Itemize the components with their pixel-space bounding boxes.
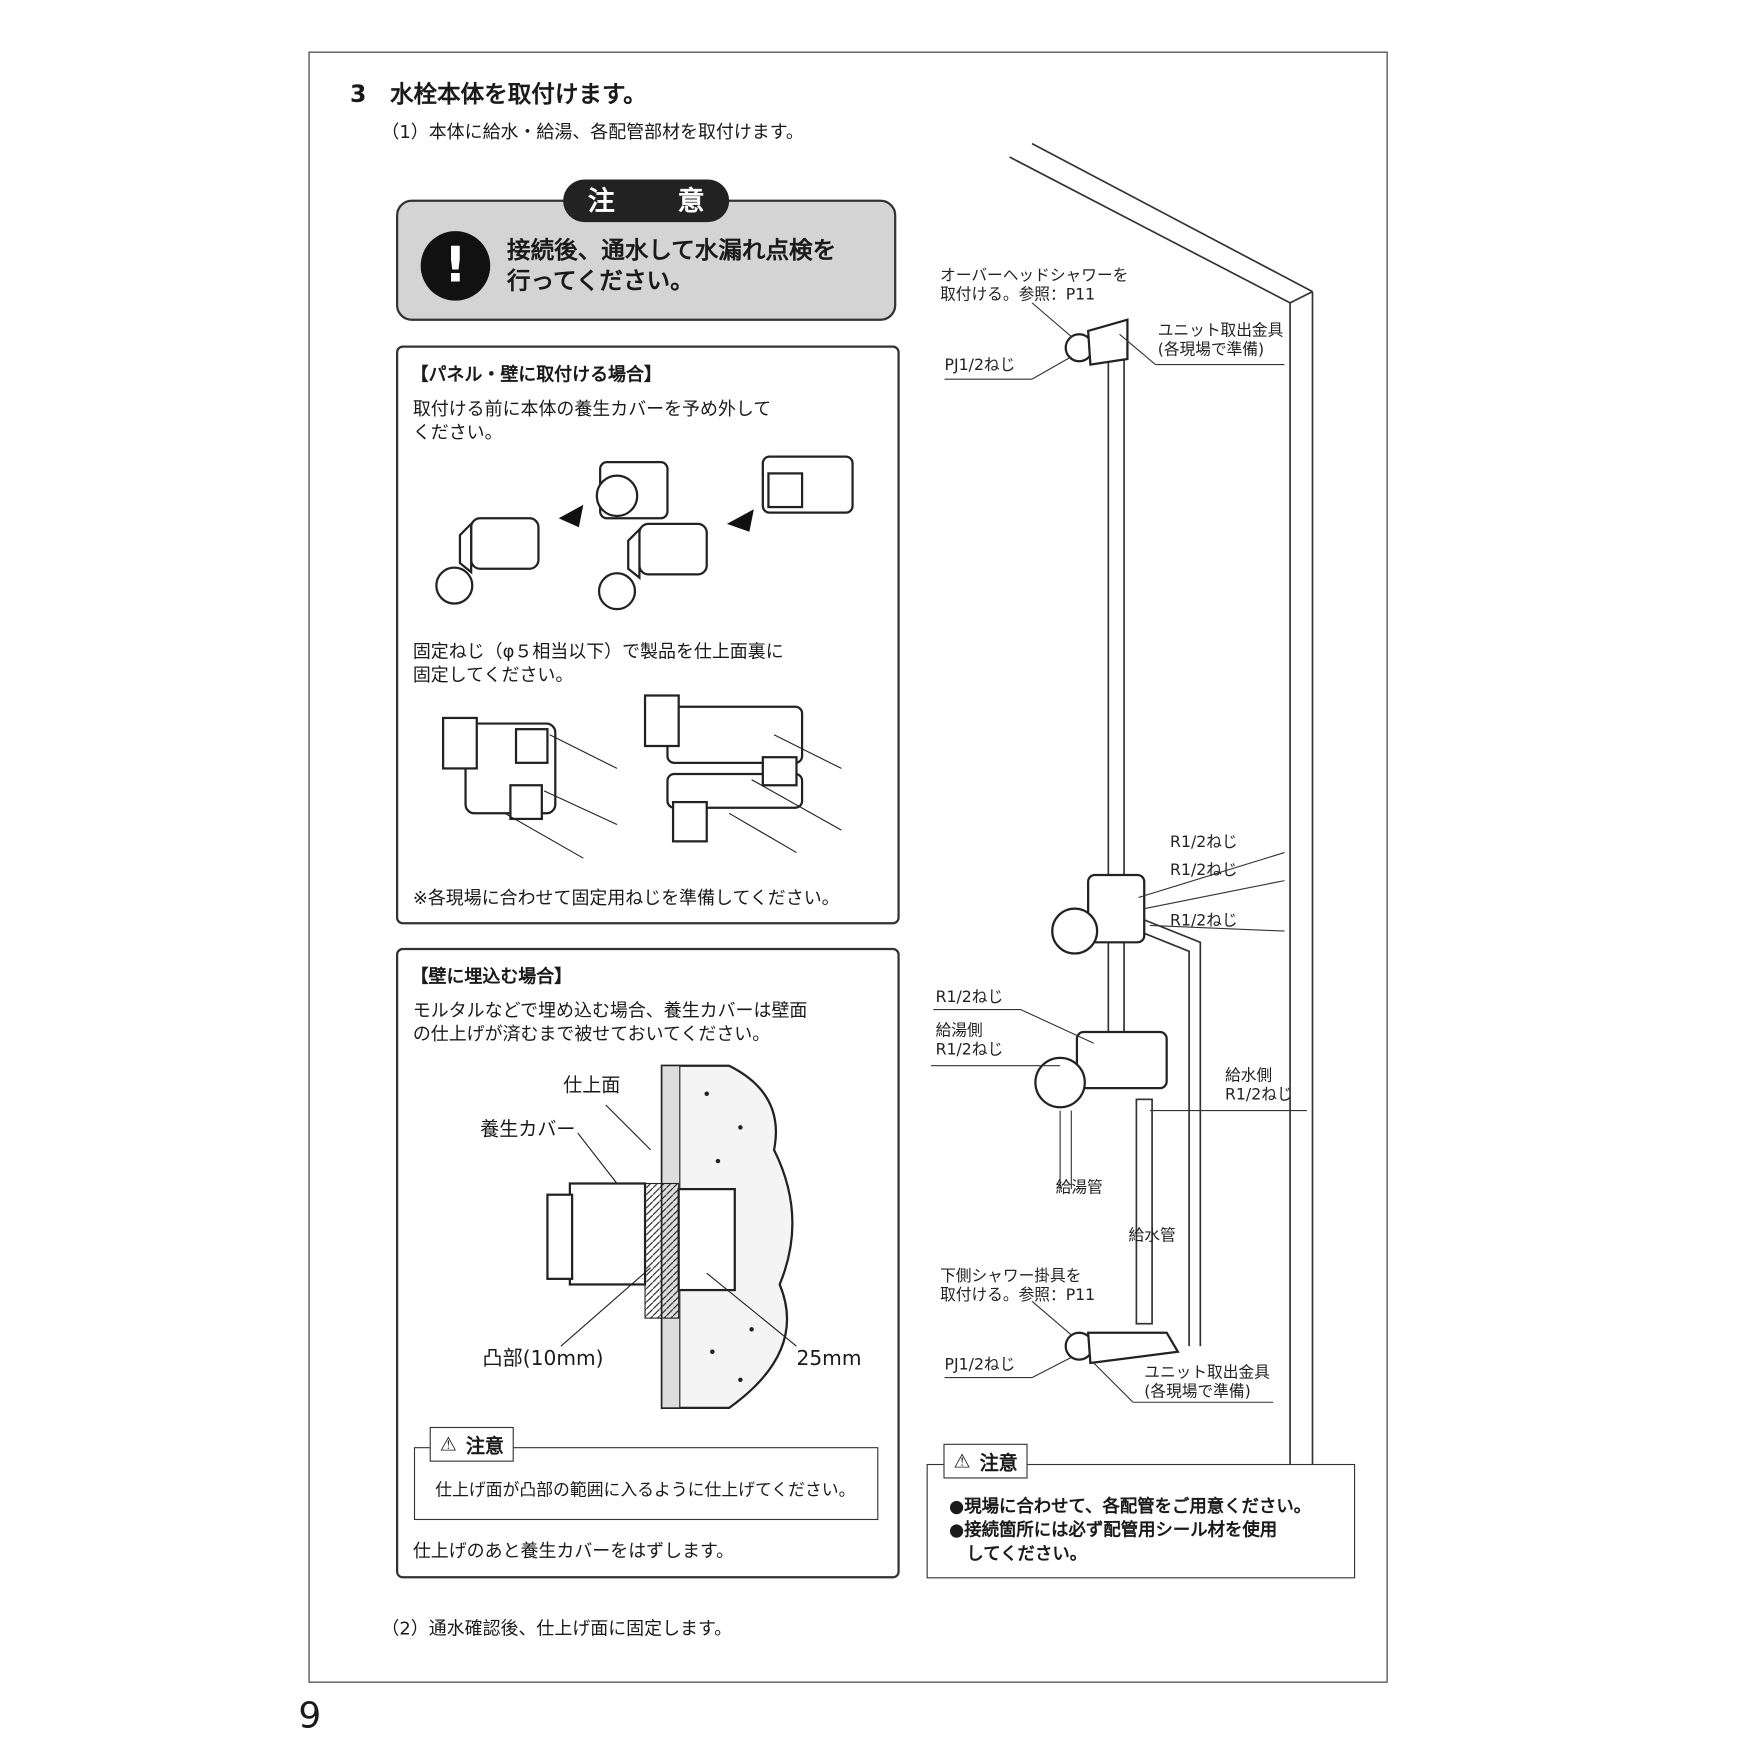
cold-pipe-label: 給水管 bbox=[1128, 1227, 1176, 1246]
text-line: の仕上げが済むまで被せておいてください。 bbox=[412, 1023, 771, 1045]
embed-caution-box bbox=[413, 1447, 879, 1521]
piping-caution-tag: ⚠ 注意 bbox=[943, 1443, 1028, 1479]
r-thread-label-4: R1/2ねじ bbox=[935, 988, 1004, 1007]
label-line: 取付ける。参照：P11 bbox=[940, 1286, 1096, 1305]
label-protrusion: 凸部(10mm) bbox=[482, 1347, 604, 1371]
screw-fixing-illustration bbox=[441, 694, 842, 859]
label-line: 取付ける。参照：P11 bbox=[940, 286, 1096, 305]
text-line: 固定ねじ（φ５相当以下）で製品を仕上面裏に bbox=[412, 640, 784, 662]
cover-removal-illustration bbox=[435, 455, 854, 611]
piping-caution-box bbox=[926, 1463, 1356, 1579]
label-line: R1/2ねじ bbox=[1225, 1085, 1293, 1104]
step-1-text: （1）本体に給水・給湯、各配管部材を取付けます。 bbox=[381, 121, 804, 143]
embed-box-title: 【壁に埋込む場合】 bbox=[410, 965, 573, 988]
embed-after-text: 仕上げのあと養生カバーをはずします。 bbox=[412, 1540, 735, 1562]
text-line: ください。 bbox=[412, 421, 503, 444]
label-line: オーバーヘッドシャワーを bbox=[940, 266, 1129, 285]
text-line: モルタルなどで埋め込む場合、養生カバーは壁面 bbox=[412, 999, 808, 1021]
pj-bottom-label: PJ1/2ねじ bbox=[944, 1356, 1016, 1375]
page-frame bbox=[308, 51, 1388, 1683]
section-heading: 3 水栓本体を取付けます。 bbox=[350, 80, 647, 108]
warning-triangle-icon: ⚠ bbox=[953, 1449, 971, 1473]
label-line: 給水側 bbox=[1225, 1066, 1273, 1085]
label-line: 給湯側 bbox=[935, 1021, 983, 1040]
label-finish-surface: 仕上面 bbox=[563, 1074, 621, 1098]
panel-box-note: ※各現場に合わせて固定用ねじを準備してください。 bbox=[412, 887, 840, 909]
text-line: 固定してください。 bbox=[412, 664, 574, 686]
label-25mm: 25mm bbox=[796, 1347, 862, 1371]
caution-tag-label: 注意 bbox=[465, 1435, 504, 1459]
caution-text: 接続後、通水して水漏れ点検を 行ってください。 bbox=[507, 236, 836, 297]
embed-box-text: モルタルなどで埋め込む場合、養生カバーは壁面 の仕上げが済むまで被せておいてくだ… bbox=[413, 998, 808, 1045]
label-line: 下側シャワー掛具を bbox=[940, 1267, 1082, 1286]
panel-mount-box bbox=[395, 345, 900, 925]
lower-shower-label: 下側シャワー掛具を取付ける。参照：P11 bbox=[940, 1268, 1095, 1306]
text-line: 取付ける前に本体の養生カバーを予め外して bbox=[412, 398, 772, 420]
label-line: (各現場で準備) bbox=[1144, 1383, 1251, 1402]
label-line: ユニット取出金具 bbox=[1157, 321, 1284, 340]
label-protective-cover: 養生カバー bbox=[480, 1118, 576, 1141]
step-2-text: （2）通水確認後、仕上げ面に固定します。 bbox=[381, 1617, 733, 1639]
panel-box-text-1: 取付ける前に本体の養生カバーを予め外して ください。 bbox=[413, 397, 771, 444]
caution-badge: 注 意 bbox=[563, 179, 730, 223]
label-line: R1/2ねじ bbox=[935, 1041, 1004, 1059]
page-number: 9 bbox=[298, 1693, 322, 1737]
piping-diagram bbox=[931, 142, 1314, 1464]
caution-line-2: 行ってください。 bbox=[507, 266, 694, 294]
unit-fitting-top-label: ユニット取出金具(各現場で準備) bbox=[1158, 322, 1284, 360]
panel-box-title: 【パネル・壁に取付ける場合】 bbox=[410, 363, 662, 385]
embed-caution-text: 仕上げ面が凸部の範囲に入るように仕上げてください。 bbox=[435, 1479, 856, 1500]
wall-embed-section-diagram bbox=[546, 1064, 797, 1409]
label-line: (各現場で準備) bbox=[1157, 341, 1265, 359]
caution-line: ●現場に合わせて、各配管をご用意ください。 bbox=[949, 1496, 1312, 1517]
piping-caution-text: ●現場に合わせて、各配管をご用意ください。 ●接続箇所には必ず配管用シール材を使… bbox=[949, 1495, 1311, 1566]
unit-fitting-bottom-label: ユニット取出金具(各現場で準備) bbox=[1144, 1364, 1270, 1402]
caution-tag-label: 注意 bbox=[979, 1452, 1018, 1476]
embed-caution-tag: ⚠ 注意 bbox=[429, 1426, 515, 1462]
pj-top-label: PJ1/2ねじ bbox=[944, 356, 1016, 375]
hot-pipe-label: 給湯管 bbox=[1055, 1179, 1103, 1197]
caution-line-1: 接続後、通水して水漏れ点検を bbox=[507, 236, 837, 264]
warning-triangle-icon: ⚠ bbox=[439, 1433, 457, 1456]
caution-line: ●接続箇所には必ず配管用シール材を使用 bbox=[949, 1520, 1278, 1541]
exclamation-icon: ! bbox=[420, 231, 491, 301]
r-thread-label-1: R1/2ねじ bbox=[1170, 833, 1238, 852]
caution-line: してください。 bbox=[949, 1543, 1088, 1564]
label-line: ユニット取出金具 bbox=[1144, 1364, 1270, 1383]
r-thread-label-2: R1/2ねじ bbox=[1170, 861, 1238, 880]
r-thread-label-3: R1/2ねじ bbox=[1170, 912, 1238, 930]
overhead-shower-label: オーバーヘッドシャワーを取付ける。参照：P11 bbox=[940, 267, 1128, 305]
panel-box-text-2: 固定ねじ（φ５相当以下）で製品を仕上面裏に 固定してください。 bbox=[413, 639, 784, 686]
